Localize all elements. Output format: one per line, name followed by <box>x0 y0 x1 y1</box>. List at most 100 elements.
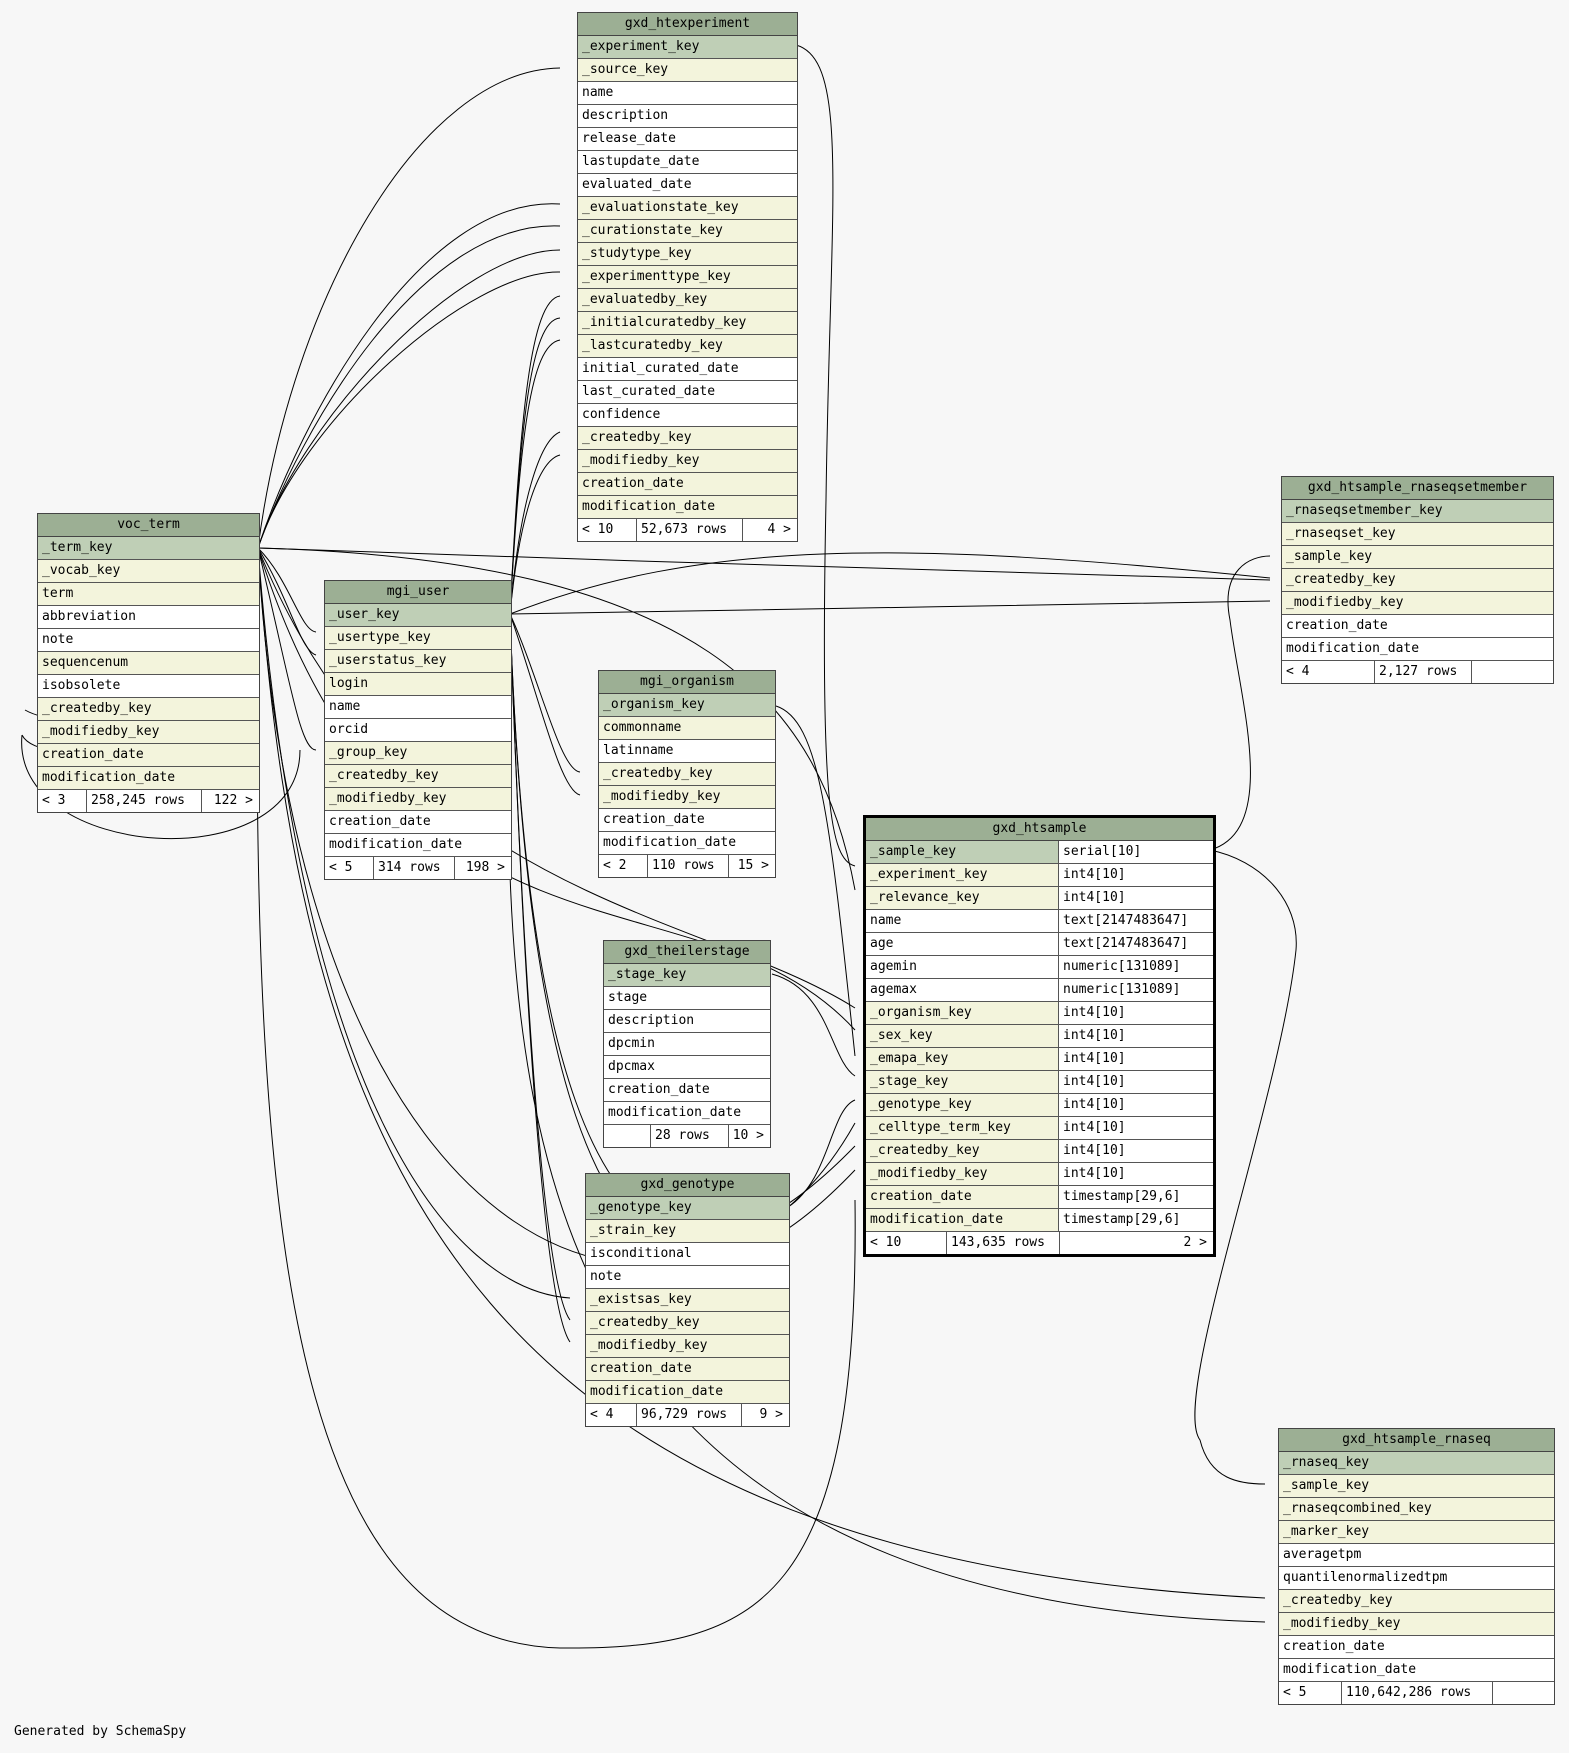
column-row[interactable]: averagetpm <box>1279 1544 1554 1567</box>
column-row[interactable]: name <box>325 696 511 719</box>
column-row[interactable]: _createdby_key <box>1279 1590 1554 1613</box>
children-count[interactable]: 9 > <box>759 1407 783 1422</box>
column-row[interactable]: _createdby_key <box>586 1312 789 1335</box>
parents-count[interactable]: < 3 <box>38 790 87 812</box>
children-count[interactable]: 198 > <box>465 860 505 875</box>
column-row[interactable]: _rnaseqcombined_key <box>1279 1498 1554 1521</box>
table-title[interactable]: gxd_theilerstage <box>604 941 770 964</box>
table-gxd-htsample-rnaseqsetmember[interactable]: gxd_htsample_rnaseqsetmember_rnaseqsetme… <box>1281 476 1554 684</box>
table-title[interactable]: gxd_htexperiment <box>578 13 797 36</box>
parents-count[interactable]: < 5 <box>325 857 374 879</box>
column-row[interactable]: modification_date <box>38 767 259 790</box>
column-row[interactable]: creation_date <box>1282 615 1553 638</box>
children-count[interactable]: 10 > <box>732 1128 764 1143</box>
children-count[interactable]: 4 > <box>767 522 791 537</box>
column-row[interactable]: name <box>578 82 797 105</box>
column-row[interactable]: release_date <box>578 128 797 151</box>
column-row[interactable]: term <box>38 583 259 606</box>
column-row[interactable]: modification_date <box>586 1381 789 1404</box>
column-row[interactable]: initial_curated_date <box>578 358 797 381</box>
column-row[interactable]: isobsolete <box>38 675 259 698</box>
column-row[interactable]: _createdby_key <box>325 765 511 788</box>
children-count[interactable] <box>1472 661 1553 683</box>
column-row[interactable]: _createdby_key <box>38 698 259 721</box>
table-title[interactable]: gxd_genotype <box>586 1174 789 1197</box>
parents-count[interactable]: < 10 <box>578 519 637 541</box>
children-count[interactable]: 122 > <box>213 793 253 808</box>
column-row[interactable]: modification_date <box>599 832 775 855</box>
column-row[interactable]: dpcmax <box>604 1056 770 1079</box>
column-row[interactable]: _genotype_key <box>586 1197 789 1220</box>
column-row[interactable]: _studytype_key <box>578 243 797 266</box>
column-row[interactable]: creation_date <box>604 1079 770 1102</box>
column-row[interactable]: _vocab_key <box>38 560 259 583</box>
table-title[interactable]: mgi_organism <box>599 671 775 694</box>
table-title[interactable]: mgi_user <box>325 581 511 604</box>
column-row[interactable]: note <box>38 629 259 652</box>
parents-count[interactable]: < 5 <box>1279 1682 1342 1704</box>
column-row[interactable]: latinname <box>599 740 775 763</box>
column-row[interactable]: creation_date <box>578 473 797 496</box>
table-gxd-htsample-rnaseq[interactable]: gxd_htsample_rnaseq_rnaseq_key_sample_ke… <box>1278 1428 1555 1705</box>
parents-count[interactable]: < 10 <box>866 1232 947 1254</box>
column-row[interactable]: lastupdate_date <box>578 151 797 174</box>
column-row[interactable]: modification_date <box>325 834 511 857</box>
column-row[interactable]: modification_date <box>1279 1659 1554 1682</box>
column-row[interactable]: creation_date <box>38 744 259 767</box>
parents-count[interactable]: < 4 <box>586 1404 637 1426</box>
column-row[interactable]: _initialcuratedby_key <box>578 312 797 335</box>
column-row[interactable]: evaluated_date <box>578 174 797 197</box>
column-row[interactable]: _marker_key <box>1279 1521 1554 1544</box>
parents-count[interactable]: < 2 <box>599 855 648 877</box>
column-row[interactable]: _lastcuratedby_key <box>578 335 797 358</box>
column-row[interactable]: creation_date <box>586 1358 789 1381</box>
column-row[interactable]: _modifiedby_key <box>1282 592 1553 615</box>
table-title[interactable]: voc_term <box>38 514 259 537</box>
column-row[interactable]: _modifiedby_key <box>38 721 259 744</box>
column-row[interactable]: note <box>586 1266 789 1289</box>
column-row[interactable]: _strain_key <box>586 1220 789 1243</box>
column-row[interactable]: modification_date <box>1282 638 1553 661</box>
column-row[interactable]: creation_date <box>1279 1636 1554 1659</box>
table-gxd-htexperiment[interactable]: gxd_htexperiment_experiment_key_source_k… <box>577 12 798 542</box>
column-row[interactable]: confidence <box>578 404 797 427</box>
column-row[interactable]: description <box>578 105 797 128</box>
column-row[interactable]: _experimenttype_key <box>578 266 797 289</box>
column-row[interactable]: modification_date <box>604 1102 770 1125</box>
column-row[interactable]: _sample_key <box>1279 1475 1554 1498</box>
children-count[interactable]: 15 > <box>737 858 769 873</box>
parents-count[interactable]: < 4 <box>1282 661 1375 683</box>
column-row[interactable]: _evaluationstate_key <box>578 197 797 220</box>
column-row[interactable]: _experiment_key <box>578 36 797 59</box>
column-row[interactable]: _modifiedby_key <box>578 450 797 473</box>
table-title[interactable]: gxd_htsample <box>866 818 1213 841</box>
children-count[interactable]: 2 > <box>1183 1235 1207 1250</box>
column-row[interactable]: _modifiedby_key <box>586 1335 789 1358</box>
column-row[interactable]: _stage_key <box>604 964 770 987</box>
column-row[interactable]: _existsas_key <box>586 1289 789 1312</box>
column-row[interactable]: stage <box>604 987 770 1010</box>
column-row[interactable]: isconditional <box>586 1243 789 1266</box>
table-title[interactable]: gxd_htsample_rnaseq <box>1279 1429 1554 1452</box>
column-row[interactable]: _rnaseq_key <box>1279 1452 1554 1475</box>
column-row[interactable]: abbreviation <box>38 606 259 629</box>
column-row[interactable]: quantilenormalizedtpm <box>1279 1567 1554 1590</box>
column-row[interactable]: _evaluatedby_key <box>578 289 797 312</box>
column-row[interactable]: modification_date <box>578 496 797 519</box>
